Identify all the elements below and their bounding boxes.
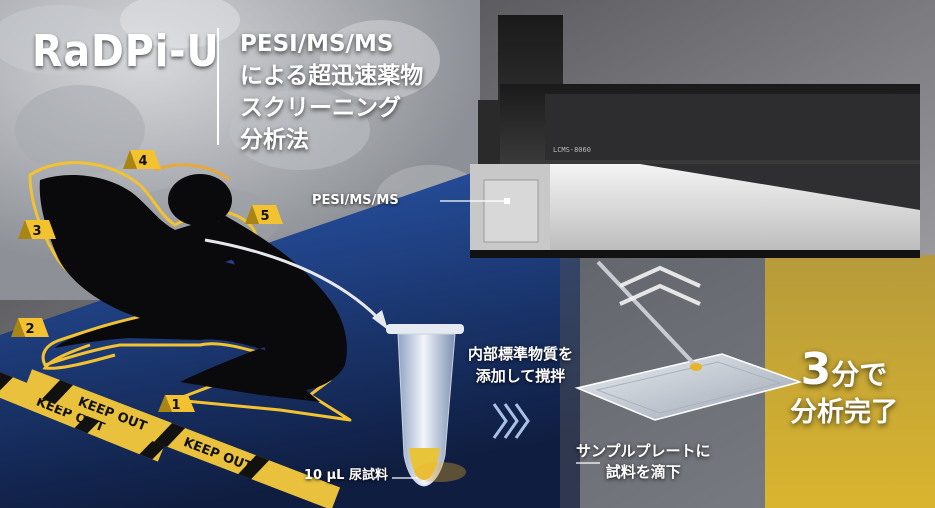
marker-2-label: 2 xyxy=(25,322,34,337)
plate-step-line-2: 試料を滴下 xyxy=(605,463,681,481)
headline-line-1: PESI/MS/MS xyxy=(240,31,394,57)
evidence-marker-5: 5 xyxy=(245,205,283,224)
evidence-marker-3: 3 xyxy=(18,220,56,239)
headline-line-4: 分析法 xyxy=(240,127,309,153)
victim-silhouette xyxy=(39,175,321,402)
brand-title: RaDPi-U xyxy=(32,26,220,77)
probe-needle xyxy=(596,260,698,368)
flow-arrow-curve xyxy=(204,238,380,320)
mix-step-line-1: 内部標準物質を xyxy=(468,345,574,363)
plate-step-line-1: サンプルプレートに xyxy=(576,442,711,460)
headline: PESI/MS/MS による超迅速薬物 スクリーニング 分析法 xyxy=(240,28,423,156)
result-callout: 3分で 分析完了 xyxy=(790,348,898,431)
marker-1-label: 1 xyxy=(171,398,180,413)
flow-chevrons xyxy=(492,403,530,439)
marker-5-label: 5 xyxy=(260,209,269,224)
headline-line-3: スクリーニング xyxy=(240,95,401,121)
instrument-panel-text: LCMS-8060 xyxy=(553,146,591,154)
evidence-marker-2: 2 xyxy=(11,318,49,337)
pesi-ms-instrument: LCMS-8060 xyxy=(470,15,920,258)
sample-tube xyxy=(386,324,466,487)
evidence-markers: 1 2 3 4 5 xyxy=(11,150,283,413)
evidence-marker-4: 4 xyxy=(123,150,161,169)
evidence-marker-1: 1 xyxy=(158,395,195,413)
headline-line-2: による超迅速薬物 xyxy=(240,63,424,89)
plate-step-caption: サンプルプレートに 試料を滴下 xyxy=(576,441,711,483)
mix-step-caption: 内部標準物質を 添加して撹拌 xyxy=(468,343,573,387)
marker-3-label: 3 xyxy=(32,224,41,239)
marker-4-label: 4 xyxy=(138,154,147,169)
instrument-label: PESI/MS/MS xyxy=(312,193,399,208)
result-unit: 分で xyxy=(831,358,888,391)
sample-plate xyxy=(574,353,803,421)
tube-caption: 10 µL 尿試料 xyxy=(304,468,388,483)
result-number: 3 xyxy=(800,344,832,395)
upward-chevrons xyxy=(619,265,701,306)
mix-step-line-2: 添加して撹拌 xyxy=(475,367,566,385)
result-line-2: 分析完了 xyxy=(790,397,898,428)
